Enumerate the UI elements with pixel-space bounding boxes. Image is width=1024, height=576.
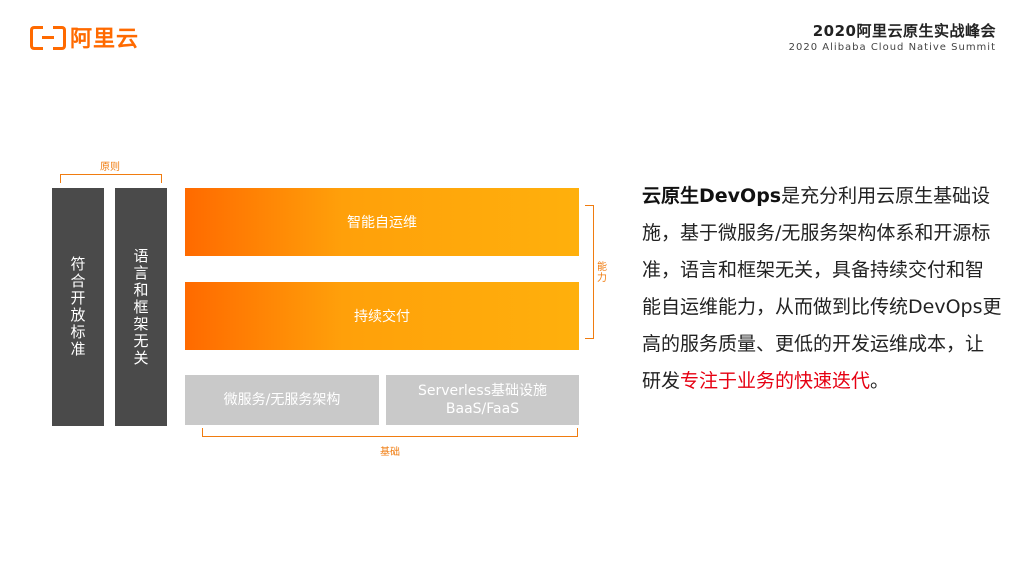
capability-label: 持续交付 (354, 309, 410, 325)
alibaba-cloud-logo: 阿里云 (30, 22, 139, 52)
principles-bracket (60, 174, 162, 183)
summit-subtitle: 2020 Alibaba Cloud Native Summit (788, 42, 996, 53)
principle-block-open-standards: 符合开放标准 (52, 188, 104, 426)
foundation-bracket (202, 428, 578, 437)
description-highlight: 专注于业务的快速迭代 (680, 370, 871, 392)
foundation-label-title: 基础 (380, 447, 400, 458)
capabilities-bracket (585, 205, 594, 339)
description-text: 云原生DevOps是充分利用云原生基础设施，基于微服务/无服务架构体系和开源标准… (642, 178, 1002, 400)
foundation-block-serverless: Serverless基础设施 BaaS/FaaS (386, 375, 579, 425)
capability-block-aiops: 智能自运维 (185, 188, 579, 256)
logo-text: 阿里云 (70, 27, 140, 52)
foundation-label-line2: BaaS/FaaS (445, 401, 520, 417)
foundation-label-line1: Serverless基础设施 (417, 383, 547, 399)
capability-block-continuous-delivery: 持续交付 (185, 282, 579, 350)
principle-label: 符合开放标准 (68, 256, 87, 358)
principle-block-language-agnostic: 语言和框架无关 (115, 188, 167, 426)
foundation-block-microservices: 微服务/无服务架构 (185, 375, 379, 425)
principles-label: 原则 (100, 162, 120, 173)
foundation-label: 微服务/无服务架构 (223, 392, 341, 408)
description-end: 。 (870, 370, 890, 392)
alibaba-cloud-logo-icon (30, 26, 66, 50)
summit-title-block: 2020阿里云原生实战峰会 2020 Alibaba Cloud Native … (789, 20, 996, 53)
capabilities-label: 能力 (597, 262, 607, 284)
description-body: 是充分利用云原生基础设施，基于微服务/无服务架构体系和开源标准，语言和框架无关，… (642, 185, 1002, 392)
summit-title: 2020阿里云原生实战峰会 (812, 22, 996, 40)
description-lead: 云原生DevOps (642, 185, 782, 207)
principle-label: 语言和框架无关 (131, 247, 150, 367)
capability-label: 智能自运维 (347, 215, 417, 231)
